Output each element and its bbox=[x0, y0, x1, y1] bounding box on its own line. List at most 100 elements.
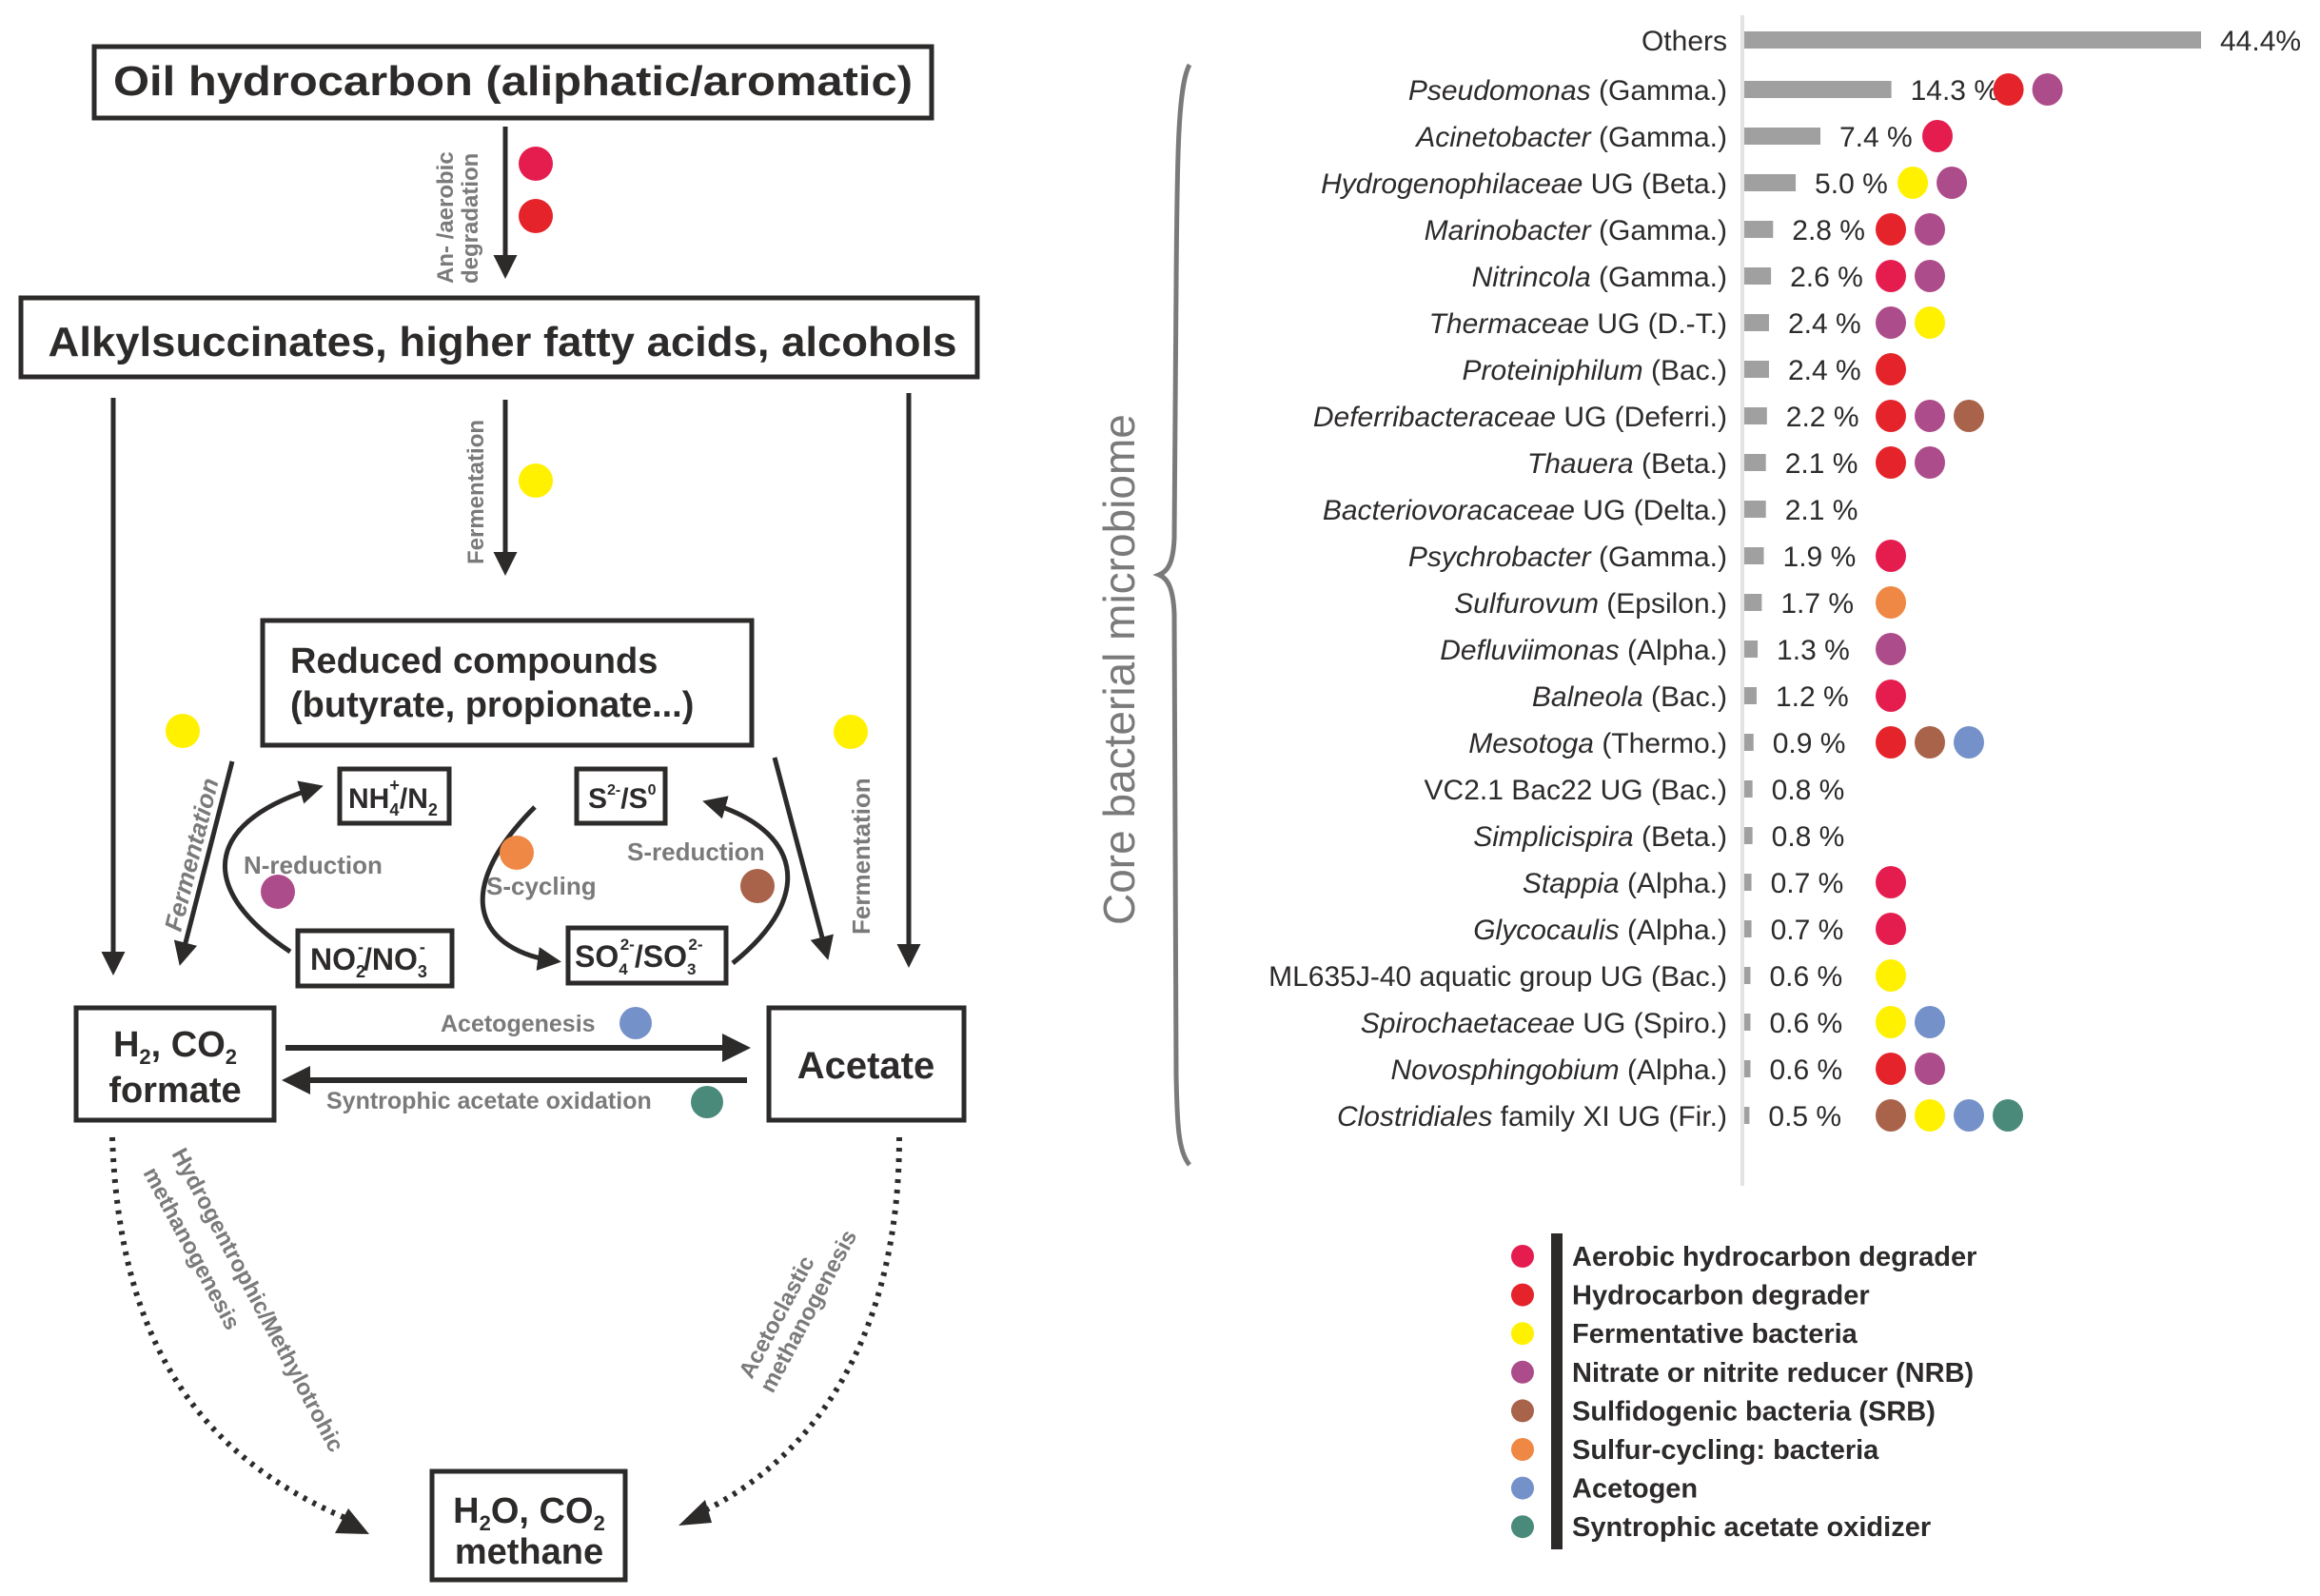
legend-dot-hydrocarbon bbox=[1511, 1283, 1534, 1307]
chart-row: Marinobacter (Gamma.) 2.8 % bbox=[1425, 213, 1945, 246]
legend-dot-srb bbox=[1511, 1399, 1534, 1423]
value-label: 0.9 % bbox=[1773, 728, 1846, 759]
bar bbox=[1744, 81, 1892, 98]
legend-item: Syntrophic acetate oxidizer bbox=[1511, 1512, 1931, 1543]
role-dot-aerobic bbox=[1876, 540, 1906, 572]
bar bbox=[1744, 640, 1759, 658]
value-label: 0.7 % bbox=[1771, 915, 1844, 946]
fermentative-dot-right bbox=[834, 715, 868, 749]
n-reduction-arrow bbox=[222, 780, 324, 955]
role-dot-fermentative bbox=[1876, 959, 1906, 992]
row-label: Pseudomonas (Gamma.) bbox=[1408, 75, 1727, 107]
row-label: Thermaceae UG (D.-T.) bbox=[1429, 308, 1727, 340]
bar bbox=[1744, 454, 1766, 471]
fermentation-left-label: Fermentation bbox=[159, 775, 225, 934]
hydrogenotrophic-label-1: Hydrogentrophic/Methylotrohic bbox=[167, 1144, 349, 1456]
methane-label: methane bbox=[455, 1532, 603, 1572]
legend-item: Nitrate or nitrite reducer (NRB) bbox=[1511, 1358, 1974, 1389]
value-label: 0.7 % bbox=[1771, 868, 1844, 899]
bar bbox=[1744, 547, 1764, 564]
chart-row: Sulfurovum (Epsilon.)1.7 % bbox=[1454, 586, 1906, 620]
fermentative-dot-left bbox=[166, 714, 200, 748]
role-dot-sulfur bbox=[1876, 586, 1906, 619]
row-label: Glycocaulis (Alpha.) bbox=[1473, 915, 1727, 946]
bar bbox=[1744, 967, 1751, 984]
chart-row: Clostridiales family XI UG (Fir.)0.5 % bbox=[1337, 1099, 2023, 1133]
h2-co2-label: H2, CO2 bbox=[113, 1025, 237, 1069]
chart-row: Simplicispira (Beta.)0.8 % bbox=[1473, 821, 1844, 853]
row-label: Spirochaetaceae UG (Spiro.) bbox=[1361, 1008, 1727, 1039]
role-dot-srb bbox=[1954, 400, 1984, 432]
legend-label: Nitrate or nitrite reducer (NRB) bbox=[1572, 1358, 1974, 1389]
value-label: 2.2 % bbox=[1786, 402, 1859, 433]
role-dot-nrb bbox=[1876, 306, 1906, 339]
legend-dot-sao bbox=[1511, 1515, 1534, 1539]
legend-label: Acetogen bbox=[1572, 1474, 1698, 1505]
sulfate-sulfite-label: SO42-/SO32- bbox=[575, 936, 703, 978]
legend-item: Sulfur-cycling: bacteria bbox=[1511, 1435, 1879, 1466]
row-label: Psychrobacter (Gamma.) bbox=[1408, 542, 1727, 573]
value-label: 7.4 % bbox=[1839, 122, 1913, 153]
role-dot-aerobic bbox=[1876, 260, 1906, 292]
s-reduction-arrow bbox=[702, 796, 791, 965]
value-label: 5.0 % bbox=[1815, 168, 1888, 200]
ammonium-nitrogen-box: NH4+/N2 bbox=[337, 766, 452, 826]
role-dot-acetogen bbox=[1915, 1006, 1945, 1038]
chart-row: Balneola (Bac.)1.2 % bbox=[1532, 680, 1906, 713]
bar bbox=[1744, 827, 1753, 844]
role-dot-nrb bbox=[1915, 1053, 1945, 1085]
bar bbox=[1744, 221, 1774, 238]
row-label: Deferribacteraceae UG (Deferri.) bbox=[1313, 402, 1727, 433]
legend-dot-aerobic bbox=[1511, 1245, 1534, 1268]
value-label: 44.4% bbox=[2220, 26, 2301, 57]
bar bbox=[1744, 920, 1752, 937]
alkylsuccinates-box: Alkylsuccinates, higher fatty acids, alc… bbox=[18, 295, 980, 380]
chart-row: Hydrogenophilaceae UG (Beta.) 5.0 % bbox=[1321, 167, 1968, 200]
bar bbox=[1744, 734, 1754, 751]
srb-dot bbox=[740, 869, 775, 903]
fermentation-right-arrow bbox=[772, 757, 834, 960]
bar bbox=[1744, 594, 1762, 611]
bar bbox=[1744, 1060, 1751, 1077]
row-label: Hydrogenophilaceae UG (Beta.) bbox=[1321, 168, 1727, 200]
formate-label: formate bbox=[108, 1071, 241, 1111]
role-dot-hydrocarbon bbox=[1876, 726, 1906, 759]
degradation-label-2: degradation bbox=[458, 153, 483, 284]
value-label: 2.1 % bbox=[1785, 448, 1858, 480]
bar bbox=[1744, 128, 1820, 145]
legend-item: Acetogen bbox=[1511, 1474, 1698, 1505]
h2o-co2-methane-box: H2O, CO2 methane bbox=[429, 1468, 628, 1583]
role-dot-hydrocarbon bbox=[1876, 446, 1906, 479]
value-label: 2.4 % bbox=[1788, 308, 1861, 340]
legend-label: Syntrophic acetate oxidizer bbox=[1572, 1512, 1931, 1543]
aerobic-degrader-dot bbox=[519, 147, 553, 181]
role-dot-fermentative bbox=[1915, 1099, 1945, 1132]
acetogenesis-label: Acetogenesis bbox=[441, 1011, 596, 1037]
chart-row: Stappia (Alpha.)0.7 % bbox=[1523, 866, 1906, 899]
group-brace bbox=[1152, 63, 1192, 1167]
row-label: Nitrincola (Gamma.) bbox=[1472, 262, 1727, 293]
chart-row: Glycocaulis (Alpha.) 0.7 % bbox=[1473, 913, 1906, 946]
row-label: Marinobacter (Gamma.) bbox=[1425, 215, 1727, 246]
reduced-compounds-line2: (butyrate, propionate...) bbox=[290, 685, 694, 725]
ammonium-nitrogen-label: NH4+/N2 bbox=[348, 776, 438, 819]
row-label: Sulfurovum (Epsilon.) bbox=[1454, 588, 1727, 620]
value-label: 1.9 % bbox=[1783, 542, 1857, 573]
role-dot-nrb bbox=[1915, 446, 1945, 479]
chart-row: Pseudomonas (Gamma.)14.3 % bbox=[1408, 73, 2063, 107]
nrb-dot bbox=[261, 875, 295, 909]
s-cycling-label: S-cycling bbox=[486, 872, 597, 900]
bar bbox=[1744, 1014, 1751, 1031]
role-dot-hydrocarbon bbox=[1876, 400, 1906, 432]
legend-item: Aerobic hydrocarbon degrader bbox=[1511, 1242, 1976, 1272]
bar bbox=[1744, 361, 1769, 378]
chart-row: Deferribacteraceae UG (Deferri.) 2.2 % bbox=[1313, 400, 1984, 433]
row-label: Mesotoga (Thermo.) bbox=[1468, 728, 1727, 759]
bar bbox=[1744, 687, 1757, 704]
alkylsuccinates-label: Alkylsuccinates, higher fatty acids, alc… bbox=[49, 319, 957, 365]
sulfate-sulfite-box: SO42-/SO32- bbox=[565, 925, 729, 986]
role-dot-acetogen bbox=[1954, 1099, 1984, 1132]
value-label: 2.8 % bbox=[1792, 215, 1865, 246]
role-dot-nrb bbox=[1937, 167, 1968, 199]
